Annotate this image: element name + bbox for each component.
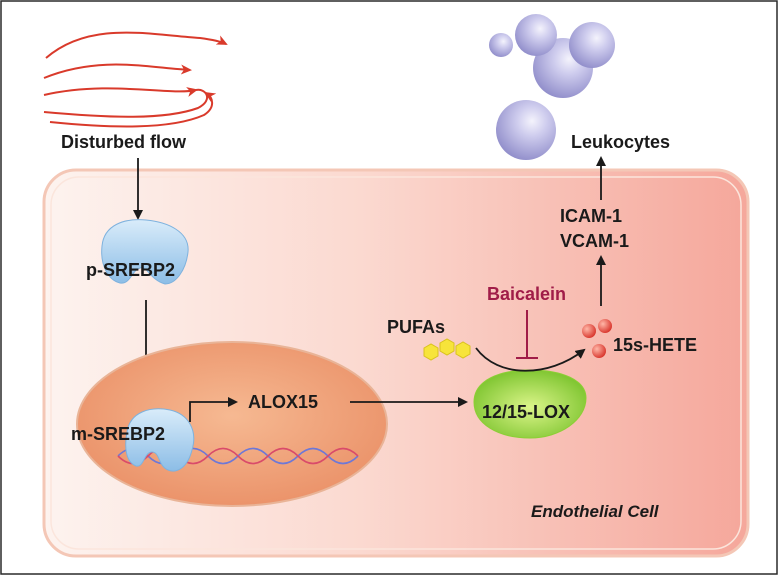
hete-label: 15s-HETE	[613, 335, 697, 355]
baicalein-label: Baicalein	[487, 284, 566, 304]
vcam-label: VCAM-1	[560, 231, 629, 251]
p-srebp2-label: p-SREBP2	[86, 260, 175, 280]
disturbed-flow-label: Disturbed flow	[61, 132, 187, 152]
arrow-pufa-to-hete	[475, 347, 586, 372]
m-srebp2-label: m-SREBP2	[71, 424, 165, 444]
leukocytes-icon	[489, 14, 615, 160]
p-srebp2-protein-icon	[101, 219, 189, 285]
flow-arrows-icon	[43, 31, 228, 128]
inhibition-symbol	[516, 310, 538, 359]
nucleus	[76, 341, 388, 507]
icam-label: ICAM-1	[560, 206, 622, 226]
pufas-label: PUFAs	[387, 317, 445, 337]
lox-label: 12/15-LOX	[482, 402, 570, 422]
alox15-label: ALOX15	[248, 392, 318, 412]
arrow-transcription	[189, 397, 238, 422]
m-srebp2-protein-icon	[125, 408, 195, 472]
lox-enzyme-icon	[473, 369, 587, 439]
pufa-molecules-icon	[423, 338, 471, 361]
hete-molecules-icon	[582, 319, 612, 358]
leukocytes-label: Leukocytes	[571, 132, 670, 152]
endothelial-cell-label: Endothelial Cell	[531, 502, 660, 521]
